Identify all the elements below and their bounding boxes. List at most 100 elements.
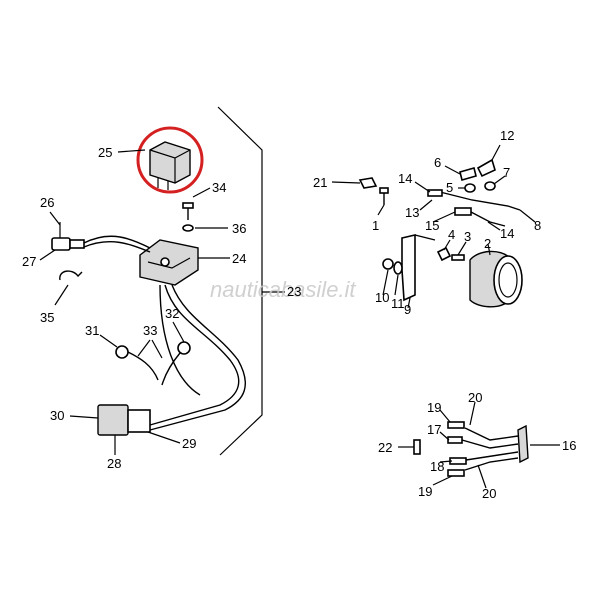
- leader-21: [331, 181, 361, 184]
- leader-26: [49, 211, 61, 226]
- terminal-32: [177, 341, 191, 355]
- label-13: 13: [405, 205, 419, 220]
- label-28: 28: [107, 456, 121, 471]
- label-9: 9: [404, 302, 411, 317]
- leader-6: [444, 165, 461, 175]
- label-16: 16: [562, 438, 576, 453]
- label-2: 2: [484, 236, 491, 251]
- washer-36: [182, 224, 194, 232]
- leader-19a: [439, 409, 451, 423]
- label-31: 31: [85, 323, 99, 338]
- leader-35: [54, 284, 69, 306]
- label-21: 21: [313, 175, 327, 190]
- label-34: 34: [212, 180, 226, 195]
- label-20b: 20: [482, 486, 496, 501]
- label-5: 5: [446, 180, 453, 195]
- connector-15: [454, 207, 472, 216]
- terminal-17: [447, 436, 463, 444]
- label-7: 7: [503, 165, 510, 180]
- label-22: 22: [378, 440, 392, 455]
- terminal-6: [459, 167, 477, 181]
- leader-33b: [151, 339, 163, 359]
- connector-13: [427, 189, 443, 197]
- bracket-9: [401, 233, 416, 302]
- leader-10: [382, 269, 389, 296]
- leader-17: [439, 431, 450, 441]
- screw-3: [451, 254, 465, 261]
- nut-7: [484, 181, 496, 191]
- clip-35: [59, 270, 83, 281]
- leader-14a: [414, 181, 431, 193]
- leader-2: [487, 243, 491, 256]
- leader-20b: [477, 464, 487, 489]
- washer-11: [393, 261, 403, 275]
- screw-34: [182, 202, 194, 220]
- label-17: 17: [427, 422, 441, 437]
- terminal-18: [449, 457, 467, 465]
- leader-8: [519, 209, 536, 223]
- nut-5: [464, 183, 476, 193]
- watermark: nauticabasile.it: [210, 277, 356, 302]
- leader-31: [99, 334, 118, 348]
- leader-34: [192, 187, 211, 198]
- label-18: 18: [430, 459, 444, 474]
- label-26: 26: [40, 195, 54, 210]
- leader-4: [443, 239, 451, 251]
- label-35: 35: [40, 310, 54, 325]
- leader-1: [377, 204, 385, 216]
- leader-9: [407, 297, 411, 309]
- label-23: 23: [287, 284, 301, 299]
- highlight-circle: [136, 126, 204, 194]
- clip-22: [413, 439, 421, 455]
- terminal-31: [115, 345, 129, 359]
- label-32: 32: [165, 306, 179, 321]
- label-33: 33: [143, 323, 157, 338]
- nut-10: [382, 258, 394, 270]
- label-3: 3: [464, 229, 471, 244]
- label-14a: 14: [398, 171, 412, 186]
- leader-19b: [432, 475, 453, 486]
- label-11: 11: [391, 296, 405, 311]
- leader-32: [172, 321, 185, 343]
- label-10: 10: [375, 290, 389, 305]
- label-1: 1: [372, 218, 379, 233]
- leader-11: [394, 274, 399, 296]
- label-29: 29: [182, 436, 196, 451]
- label-4: 4: [448, 227, 455, 242]
- leader-3: [457, 241, 467, 256]
- leader-29: [147, 431, 181, 444]
- relay-25[interactable]: [149, 141, 191, 190]
- screw-1: [379, 187, 389, 205]
- label-19a: 19: [427, 400, 441, 415]
- label-20a: 20: [468, 390, 482, 405]
- terminal-19a: [447, 421, 465, 429]
- leader-27: [39, 249, 56, 261]
- bracket-12: [476, 158, 496, 178]
- bracket-23: [217, 106, 263, 456]
- label-19b: 19: [418, 484, 432, 499]
- leader-18: [439, 460, 453, 463]
- regulator-24: [139, 239, 199, 286]
- label-24: 24: [232, 251, 246, 266]
- clip-21: [358, 177, 378, 189]
- label-27: 27: [22, 254, 36, 269]
- leader-33a: [137, 339, 151, 357]
- leader-25: [117, 149, 146, 153]
- connector-26-27: [51, 222, 85, 251]
- label-15: 15: [425, 218, 439, 233]
- leader-14b: [487, 221, 501, 231]
- label-36: 36: [232, 221, 246, 236]
- connector-28-30: [97, 404, 151, 436]
- leader-15: [432, 211, 456, 223]
- label-14b: 14: [500, 226, 514, 241]
- gauge-2: [469, 250, 523, 308]
- leader-12: [491, 144, 501, 161]
- label-12: 12: [500, 128, 514, 143]
- terminal-19b: [447, 469, 465, 477]
- nut-4: [436, 246, 452, 262]
- leader-7: [493, 175, 506, 185]
- label-8: 8: [534, 218, 541, 233]
- label-6: 6: [434, 155, 441, 170]
- label-30: 30: [50, 408, 64, 423]
